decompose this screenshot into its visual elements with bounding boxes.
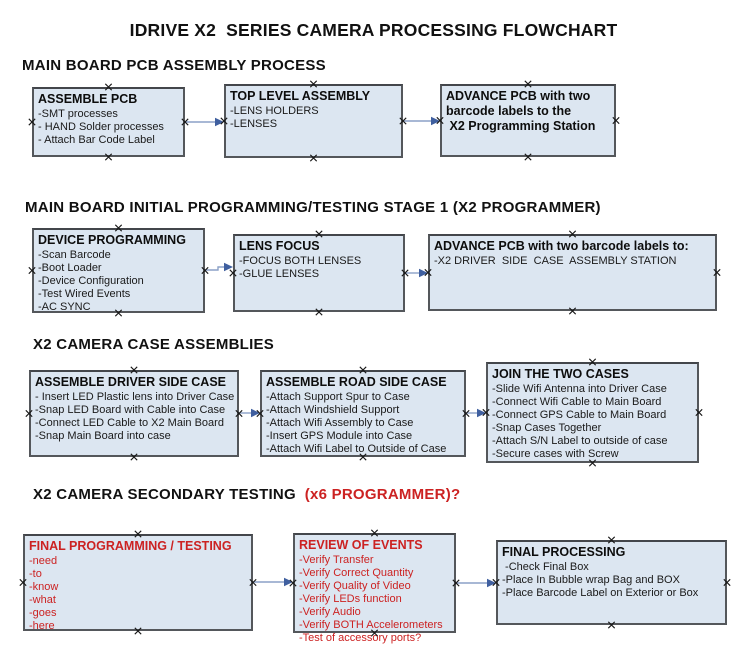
box-title: ADVANCE PCB with two barcode labels to t… bbox=[446, 89, 596, 133]
section-heading-text: X2 CAMERA CASE ASSEMBLIES bbox=[33, 336, 275, 353]
box-item: -Verify BOTH Accelerometers bbox=[299, 619, 443, 631]
section-heading-text: MAIN BOARD PCB ASSEMBLY PROCESS bbox=[22, 57, 326, 74]
box-item: -X2 DRIVER SIDE CASE ASSEMBLY STATION bbox=[434, 255, 677, 267]
arrowhead-icon bbox=[284, 577, 293, 587]
flow-box-lens-focus: LENS FOCUS -FOCUS BOTH LENSES-GLUE LENSES bbox=[233, 234, 405, 312]
box-item: -Test Wired Events bbox=[38, 288, 131, 300]
box-item: -Verify Transfer bbox=[299, 554, 374, 566]
box-item: -GLUE LENSES bbox=[239, 268, 320, 280]
section-heading-red-text: (x6 PROGRAMMER)? bbox=[300, 486, 461, 503]
box-item: -LENSES bbox=[230, 118, 278, 130]
box-item: -Connect LED Cable to X2 Main Board bbox=[35, 417, 224, 429]
box-item: - Attach Bar Code Label bbox=[38, 134, 155, 146]
flow-box-device-programming: DEVICE PROGRAMMING -Scan Barcode-Boot Loa… bbox=[32, 228, 205, 313]
box-item: -Attach Support Spur to Case bbox=[266, 391, 410, 403]
flow-box-advance-pcb-to-programming-station: ADVANCE PCB with two barcode labels to t… bbox=[440, 84, 616, 157]
arrowhead-icon bbox=[431, 116, 440, 126]
box-item: -Snap Main Board into case bbox=[35, 430, 171, 442]
box-item: - Insert LED Plastic lens into Driver Ca… bbox=[35, 391, 235, 403]
arrowhead-icon bbox=[419, 268, 428, 278]
arrowhead-icon bbox=[477, 408, 486, 418]
box-item: -Verify Quality of Video bbox=[299, 580, 411, 592]
box-item: -Place Barcode Label on Exterior or Box bbox=[502, 587, 699, 599]
flow-box-join-the-two-cases: JOIN THE TWO CASES -Slide Wifi Antenna in… bbox=[486, 362, 699, 463]
box-item: -Verify Audio bbox=[299, 606, 361, 618]
box-title: ASSEMBLE PCB bbox=[38, 92, 138, 106]
flow-box-assemble-pcb: ASSEMBLE PCB -SMT processes- HAND Solder … bbox=[32, 87, 185, 157]
box-title: FINAL PROCESSING bbox=[502, 545, 626, 559]
box-title: JOIN THE TWO CASES bbox=[492, 367, 629, 381]
section-heading-1: MAIN BOARD PCB ASSEMBLY PROCESS bbox=[22, 57, 326, 74]
section-heading-2: MAIN BOARD INITIAL PROGRAMMING/TESTING S… bbox=[25, 199, 601, 216]
box-item: -FOCUS BOTH LENSES bbox=[239, 255, 362, 267]
box-item: -here bbox=[29, 620, 55, 632]
box-title: REVIEW OF EVENTS bbox=[299, 538, 423, 552]
section-heading-text: X2 CAMERA SECONDARY TESTING bbox=[33, 486, 301, 503]
box-item: -Secure cases with Screw bbox=[492, 448, 619, 460]
box-item: -Insert GPS Module into Case bbox=[266, 430, 413, 442]
box-item: -Test of accessory ports? bbox=[299, 632, 422, 644]
flow-box-final-processing: FINAL PROCESSING -Check Final Box-Place … bbox=[496, 540, 727, 625]
box-title: ASSEMBLE ROAD SIDE CASE bbox=[266, 375, 447, 389]
flow-box-assemble-road-side-case: ASSEMBLE ROAD SIDE CASE -Attach Support S… bbox=[260, 370, 466, 457]
box-item: - HAND Solder processes bbox=[38, 121, 164, 133]
box-item: -Boot Loader bbox=[38, 262, 102, 274]
flow-box-final-programming-testing: FINAL PROGRAMMING / TESTING -need-to-know… bbox=[23, 534, 253, 632]
box-item: -AC SYNC bbox=[38, 301, 91, 313]
box-title: DEVICE PROGRAMMING bbox=[38, 233, 186, 247]
box-item: -Attach Windshield Support bbox=[266, 404, 400, 416]
box-title: LENS FOCUS bbox=[239, 239, 320, 253]
box-title: FINAL PROGRAMMING / TESTING bbox=[29, 539, 232, 553]
box-item: -Check Final Box bbox=[502, 561, 589, 573]
box-item: -Slide Wifi Antenna into Driver Case bbox=[492, 383, 667, 395]
box-item: -Attach S/N Label to outside of case bbox=[492, 435, 668, 447]
flow-box-advance-pcb-to-assembly-station: ADVANCE PCB with two barcode labels to: -… bbox=[428, 234, 717, 311]
arrowhead-icon bbox=[224, 262, 233, 272]
box-item: -to bbox=[29, 568, 42, 580]
box-item: -Connect GPS Cable to Main Board bbox=[492, 409, 667, 421]
box-title: ASSEMBLE DRIVER SIDE CASE bbox=[35, 375, 227, 389]
box-item: -Snap Cases Together bbox=[492, 422, 602, 434]
flow-box-top-level-assembly: TOP LEVEL ASSEMBLY -LENS HOLDERS-LENSES bbox=[224, 84, 403, 158]
box-item: -Verify Correct Quantity bbox=[299, 567, 414, 579]
box-item: -know bbox=[29, 581, 59, 593]
page-title: IDRIVE X2 SERIES CAMERA PROCESSING FLOWC… bbox=[129, 20, 618, 40]
flow-box-review-of-events: REVIEW OF EVENTS-Verify Transfer-Verify … bbox=[293, 533, 456, 644]
box-item: -what bbox=[29, 594, 56, 606]
box-item: -SMT processes bbox=[38, 108, 118, 120]
section-heading-4: X2 CAMERA SECONDARY TESTING (x6 PROGRAMM… bbox=[33, 486, 460, 503]
connector-arrow bbox=[205, 266, 226, 271]
box-item: -Attach Wifi Label to Outside of Case bbox=[266, 443, 447, 455]
section-heading-text: MAIN BOARD INITIAL PROGRAMMING/TESTING S… bbox=[25, 199, 601, 216]
box-item: -Snap LED Board with Cable into Case bbox=[35, 404, 226, 416]
box-item: -Place In Bubble wrap Bag and BOX bbox=[502, 574, 680, 586]
box-item: -need bbox=[29, 555, 58, 567]
box-item: -Attach Wifi Assembly to Case bbox=[266, 417, 414, 429]
box-item: -Verify LEDs function bbox=[299, 593, 402, 605]
box-title: TOP LEVEL ASSEMBLY bbox=[230, 89, 371, 103]
arrowhead-icon bbox=[215, 117, 224, 127]
box-item: -Connect Wifi Cable to Main Board bbox=[492, 396, 662, 408]
box-item: -Device Configuration bbox=[38, 275, 144, 287]
arrowhead-icon bbox=[251, 408, 260, 418]
flow-box-assemble-driver-side-case: ASSEMBLE DRIVER SIDE CASE - Insert LED Pl… bbox=[29, 370, 239, 457]
box-item: -goes bbox=[29, 607, 57, 619]
box-title: ADVANCE PCB with two barcode labels to: bbox=[434, 239, 689, 253]
section-heading-3: X2 CAMERA CASE ASSEMBLIES bbox=[33, 336, 274, 353]
box-item: -LENS HOLDERS bbox=[230, 105, 319, 117]
box-item: -Scan Barcode bbox=[38, 249, 111, 261]
arrowhead-icon bbox=[487, 578, 496, 588]
